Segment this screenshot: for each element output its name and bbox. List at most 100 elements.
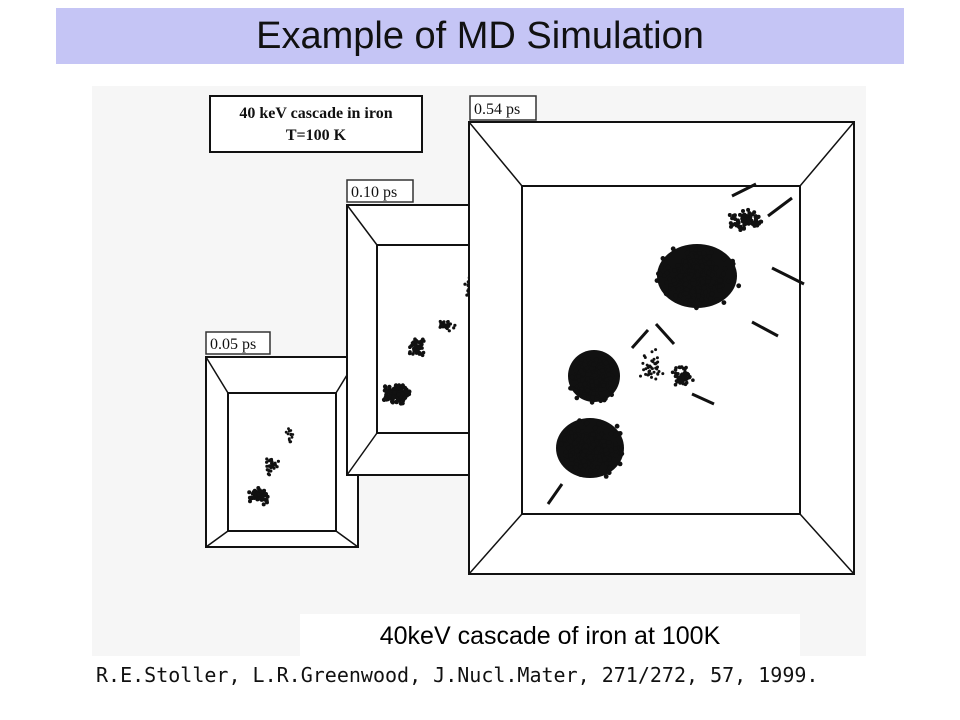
- atom-dot: [654, 362, 657, 366]
- atom-dot: [420, 352, 424, 357]
- atom-dot: [673, 293, 678, 299]
- atom-dot: [705, 279, 711, 284]
- atom-dot: [684, 365, 688, 370]
- atom-dot: [598, 458, 603, 463]
- atom-dot: [256, 492, 261, 497]
- atom-dot: [607, 386, 613, 392]
- atom-dot: [725, 278, 731, 284]
- atom-dot: [684, 250, 690, 256]
- atom-dot: [584, 420, 590, 426]
- atom-dot: [250, 491, 255, 496]
- atom-dot: [590, 432, 596, 437]
- atom-dot: [465, 293, 469, 297]
- atom-streak: [630, 329, 650, 349]
- atom-dot: [585, 376, 590, 382]
- atom-dot: [565, 445, 571, 451]
- atom-dot: [276, 459, 280, 463]
- atom-dot: [699, 296, 704, 302]
- atom-dot: [387, 384, 392, 390]
- atom-dot: [694, 305, 699, 311]
- atom-dot: [617, 461, 623, 467]
- atom-dot: [721, 300, 727, 305]
- atom-dot: [736, 283, 742, 289]
- atom-dot: [603, 360, 609, 366]
- atom-dot: [650, 350, 654, 354]
- atom-dot: [597, 454, 602, 460]
- atom-dot: [689, 246, 695, 252]
- atom-dot: [714, 297, 720, 302]
- atom-dot: [600, 439, 606, 444]
- atom-dot: [694, 264, 700, 270]
- atom-dot: [558, 441, 564, 447]
- atom-dot: [593, 357, 599, 363]
- atom-dot: [585, 439, 591, 444]
- atom-dot: [586, 371, 592, 377]
- atom-dot: [677, 273, 683, 279]
- atom-dot: [671, 277, 677, 283]
- atom-dot: [588, 468, 594, 474]
- atom-dot: [609, 362, 615, 367]
- atom-dot: [670, 286, 676, 292]
- atom-dot: [730, 222, 735, 227]
- cascade-figure-svg: 40 keV cascade in iron T=100 K 0.05 ps 0…: [205, 95, 855, 575]
- atom-dot: [703, 289, 708, 295]
- atom-dot: [562, 436, 567, 442]
- atom-dot: [721, 271, 726, 277]
- atom-dot: [690, 289, 696, 295]
- atom-dot: [580, 452, 586, 458]
- atom-dot: [289, 440, 292, 444]
- atom-dot: [586, 356, 591, 362]
- atom-streak: [731, 182, 757, 198]
- atom-dot: [682, 277, 688, 282]
- atom-dot: [599, 368, 605, 373]
- atom-dot: [696, 293, 701, 299]
- atom-dot: [683, 299, 688, 305]
- atom-dot: [644, 367, 648, 371]
- atom-dot: [684, 373, 688, 377]
- atom-dot: [574, 448, 580, 454]
- atom-dot: [647, 370, 651, 373]
- citation: R.E.Stoller, L.R.Greenwood, J.Nucl.Mater…: [96, 658, 866, 692]
- atom-dot: [742, 213, 747, 218]
- atom-dot: [747, 211, 752, 216]
- atom-dot: [589, 366, 594, 371]
- atom-dot: [411, 352, 415, 356]
- atom-dot: [602, 456, 608, 462]
- atom-dot: [688, 298, 694, 303]
- atom-dot: [267, 459, 271, 463]
- atom-dot: [596, 446, 601, 452]
- atom-dot: [583, 443, 589, 449]
- atom-dot: [650, 367, 654, 371]
- atom-dot: [264, 492, 268, 496]
- atom-dot: [445, 326, 449, 331]
- atom-dot: [576, 364, 581, 370]
- atom-streak: [767, 196, 793, 218]
- atom-dot: [413, 337, 417, 341]
- panel-time-label: 0.54 ps: [474, 101, 520, 118]
- atom-dot: [585, 388, 591, 393]
- cascade-0-05ps: [247, 427, 295, 507]
- atom-dot: [391, 394, 396, 400]
- atom-dot: [394, 399, 399, 405]
- atom-dot: [273, 461, 277, 465]
- atom-dot: [579, 357, 584, 363]
- atom-dot: [596, 435, 602, 440]
- atom-dot: [575, 437, 581, 442]
- atom-dot: [590, 395, 595, 401]
- cascade-0-54ps: [546, 182, 805, 505]
- atom-streak: [771, 266, 805, 286]
- atom-dot: [675, 263, 681, 268]
- atom-dot: [603, 447, 609, 453]
- atom-dot: [684, 376, 688, 381]
- atom-dot: [686, 275, 692, 280]
- atom-dot: [576, 374, 581, 379]
- atom-dot: [608, 376, 614, 382]
- atom-dot: [613, 432, 619, 438]
- atom-dot: [670, 370, 675, 375]
- atom-dot: [269, 459, 274, 463]
- atom-dot: [663, 291, 669, 297]
- atom-dot: [678, 365, 682, 370]
- atom-dot: [392, 390, 397, 395]
- atom-dot: [683, 281, 689, 287]
- atom-dot: [602, 443, 607, 448]
